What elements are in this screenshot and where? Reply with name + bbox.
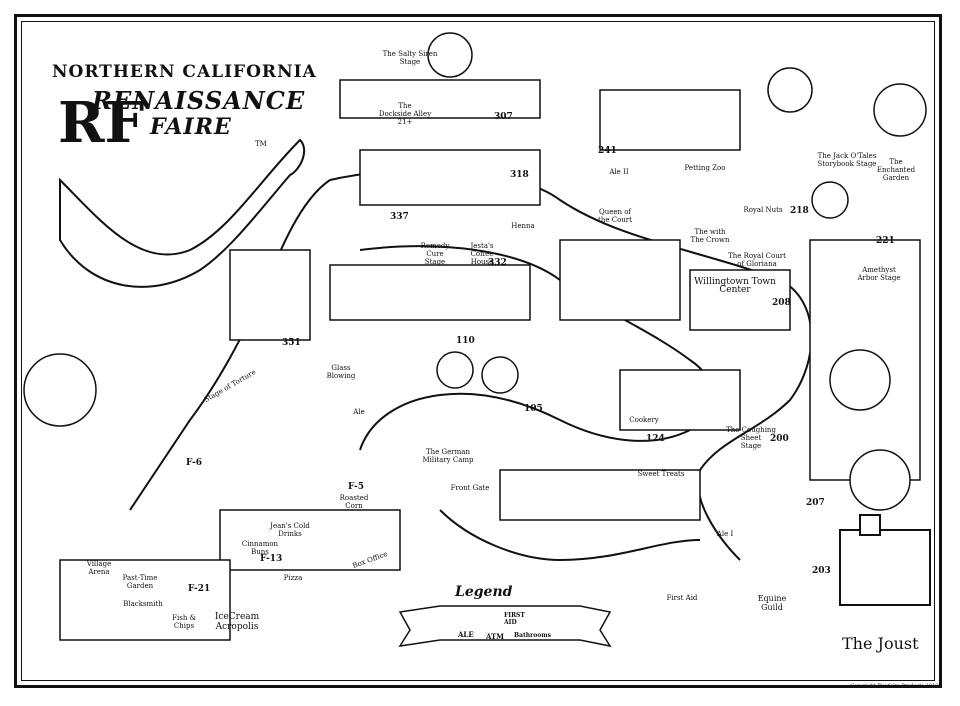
- label-coughing-sheet[interactable]: The Coughing Sheet Stage: [726, 426, 776, 450]
- booth-number: 221: [876, 236, 895, 246]
- cornucopia: [59, 138, 306, 288]
- joust-tower: [859, 514, 881, 536]
- tree: [427, 32, 473, 78]
- booth-number: 332: [488, 258, 507, 268]
- label-german-camp[interactable]: The German Military Camp: [422, 448, 474, 464]
- booth-number: 351: [282, 338, 301, 348]
- booth-number: 208: [772, 298, 791, 308]
- booths-east-row: [689, 269, 791, 331]
- booth-number: 318: [510, 170, 529, 180]
- tree: [436, 351, 474, 389]
- booth-number: F-13: [260, 554, 283, 564]
- label-amethyst-arbor[interactable]: Amethyst Arbor Stage: [857, 266, 901, 282]
- booth-number: 241: [598, 146, 617, 156]
- label-petting-zoo[interactable]: Petting Zoo: [684, 164, 726, 172]
- booth-number: 218: [790, 206, 809, 216]
- booths-village: [59, 559, 231, 641]
- booth-number: F-5: [348, 482, 364, 492]
- label-salty-siren[interactable]: The Salty Siren Stage: [382, 50, 438, 66]
- label-pasttime-garden[interactable]: Past-Time Garden: [122, 574, 158, 590]
- label-cookery[interactable]: Cookery: [629, 416, 659, 424]
- booth-number: F-21: [188, 584, 211, 594]
- label-jeans-cold-drinks[interactable]: Jean's Cold Drinks: [270, 522, 310, 538]
- label-dockside-alley[interactable]: The Dockside Alley 21+: [378, 102, 432, 126]
- label-queen-of-court[interactable]: Queen of the Court: [598, 208, 632, 224]
- label-willingtown[interactable]: Willingtown Town Center: [694, 277, 776, 295]
- booth-number: 124: [646, 434, 665, 444]
- booth-number: 110: [456, 336, 475, 346]
- legend-banner: [398, 605, 612, 648]
- label-remedy-cure[interactable]: Remedy Cure Stage: [420, 242, 450, 266]
- label-jack-o-tales[interactable]: The Jack O'Tales Storybook Stage: [817, 152, 877, 168]
- label-royal-nuts[interactable]: Royal Nuts: [743, 206, 783, 214]
- label-glass-blowing[interactable]: Glass Blowing: [326, 364, 356, 380]
- label-roasted-corn[interactable]: Roasted Corn: [339, 494, 369, 510]
- label-with-the-crown[interactable]: The with The Crown: [690, 228, 730, 244]
- label-ale-west[interactable]: Ale: [353, 408, 365, 416]
- label-front-gate[interactable]: Front Gate: [450, 484, 490, 492]
- booths-northeast: [599, 89, 741, 151]
- booths-upper-loop: [359, 149, 541, 206]
- legend-ale: ALE: [458, 630, 474, 639]
- rf-logo: RF: [58, 90, 145, 156]
- label-fish-chips[interactable]: Fish & Chips: [172, 614, 196, 630]
- label-ale-I[interactable]: Ale I: [716, 530, 734, 538]
- label-first-aid[interactable]: First Aid: [666, 594, 698, 602]
- booth-number: 203: [812, 566, 831, 576]
- label-blacksmith[interactable]: Blacksmith: [123, 600, 163, 608]
- label-henna[interactable]: Henna: [511, 222, 535, 230]
- booth-number: 337: [390, 212, 409, 222]
- tree: [23, 353, 97, 427]
- title-faire: FAIRE: [150, 114, 232, 140]
- booth-number: 207: [806, 498, 825, 508]
- booth-number: 105: [524, 404, 543, 414]
- booths-willingtown: [559, 239, 681, 321]
- legend-bathrooms: Bathrooms: [514, 632, 551, 639]
- label-village-arena[interactable]: Village Arena: [86, 560, 112, 576]
- tree: [767, 67, 813, 113]
- trademark: TM: [255, 140, 267, 148]
- tree: [811, 181, 849, 219]
- label-the-joust[interactable]: The Joust: [842, 634, 919, 653]
- label-sweet-treats[interactable]: Sweet Treats: [637, 470, 685, 478]
- label-royal-court[interactable]: The Royal Court of Gloriana: [728, 252, 786, 268]
- booths-north: [339, 79, 541, 119]
- legend-first-aid: FIRST AID: [504, 612, 525, 626]
- title-renaissance: RENAISSANCE: [92, 86, 306, 115]
- joust-castle: [839, 529, 931, 606]
- booth-number: F-6: [186, 458, 202, 468]
- label-equine-guild[interactable]: Equine Guild: [757, 594, 787, 612]
- booths-southeast: [619, 369, 741, 431]
- booth-number: 307: [494, 112, 513, 122]
- label-jestas-coffee[interactable]: Jesta's Coffee House: [470, 242, 494, 266]
- booths-south-fence: [499, 469, 701, 521]
- tree: [481, 356, 519, 394]
- path-west: [129, 179, 331, 511]
- label-ale-II[interactable]: Ale II: [609, 168, 629, 176]
- label-cinnamon-buns[interactable]: Cinnamon Buns: [241, 540, 279, 556]
- label-ice-cream-acropolis[interactable]: IceCream Acropolis: [214, 612, 260, 632]
- title-northern-california: NORTHERN CALIFORNIA: [52, 62, 317, 82]
- legend-title: Legend: [455, 584, 513, 600]
- booths-center-row: [329, 264, 531, 321]
- tree: [829, 349, 891, 411]
- legend-atm: ATM: [486, 632, 505, 641]
- booths-southwest: [219, 509, 401, 571]
- label-enchanted-garden[interactable]: The Enchanted Garden: [876, 158, 916, 182]
- label-pizza[interactable]: Pizza: [283, 574, 303, 582]
- booths-west-row: [229, 249, 311, 341]
- tree: [873, 83, 927, 137]
- map-frame: [14, 14, 942, 688]
- booth-number: 200: [770, 434, 789, 444]
- path-south: [439, 509, 701, 562]
- copyright: Copyright Playfaire Products 2013: [850, 683, 938, 689]
- tree: [849, 449, 911, 511]
